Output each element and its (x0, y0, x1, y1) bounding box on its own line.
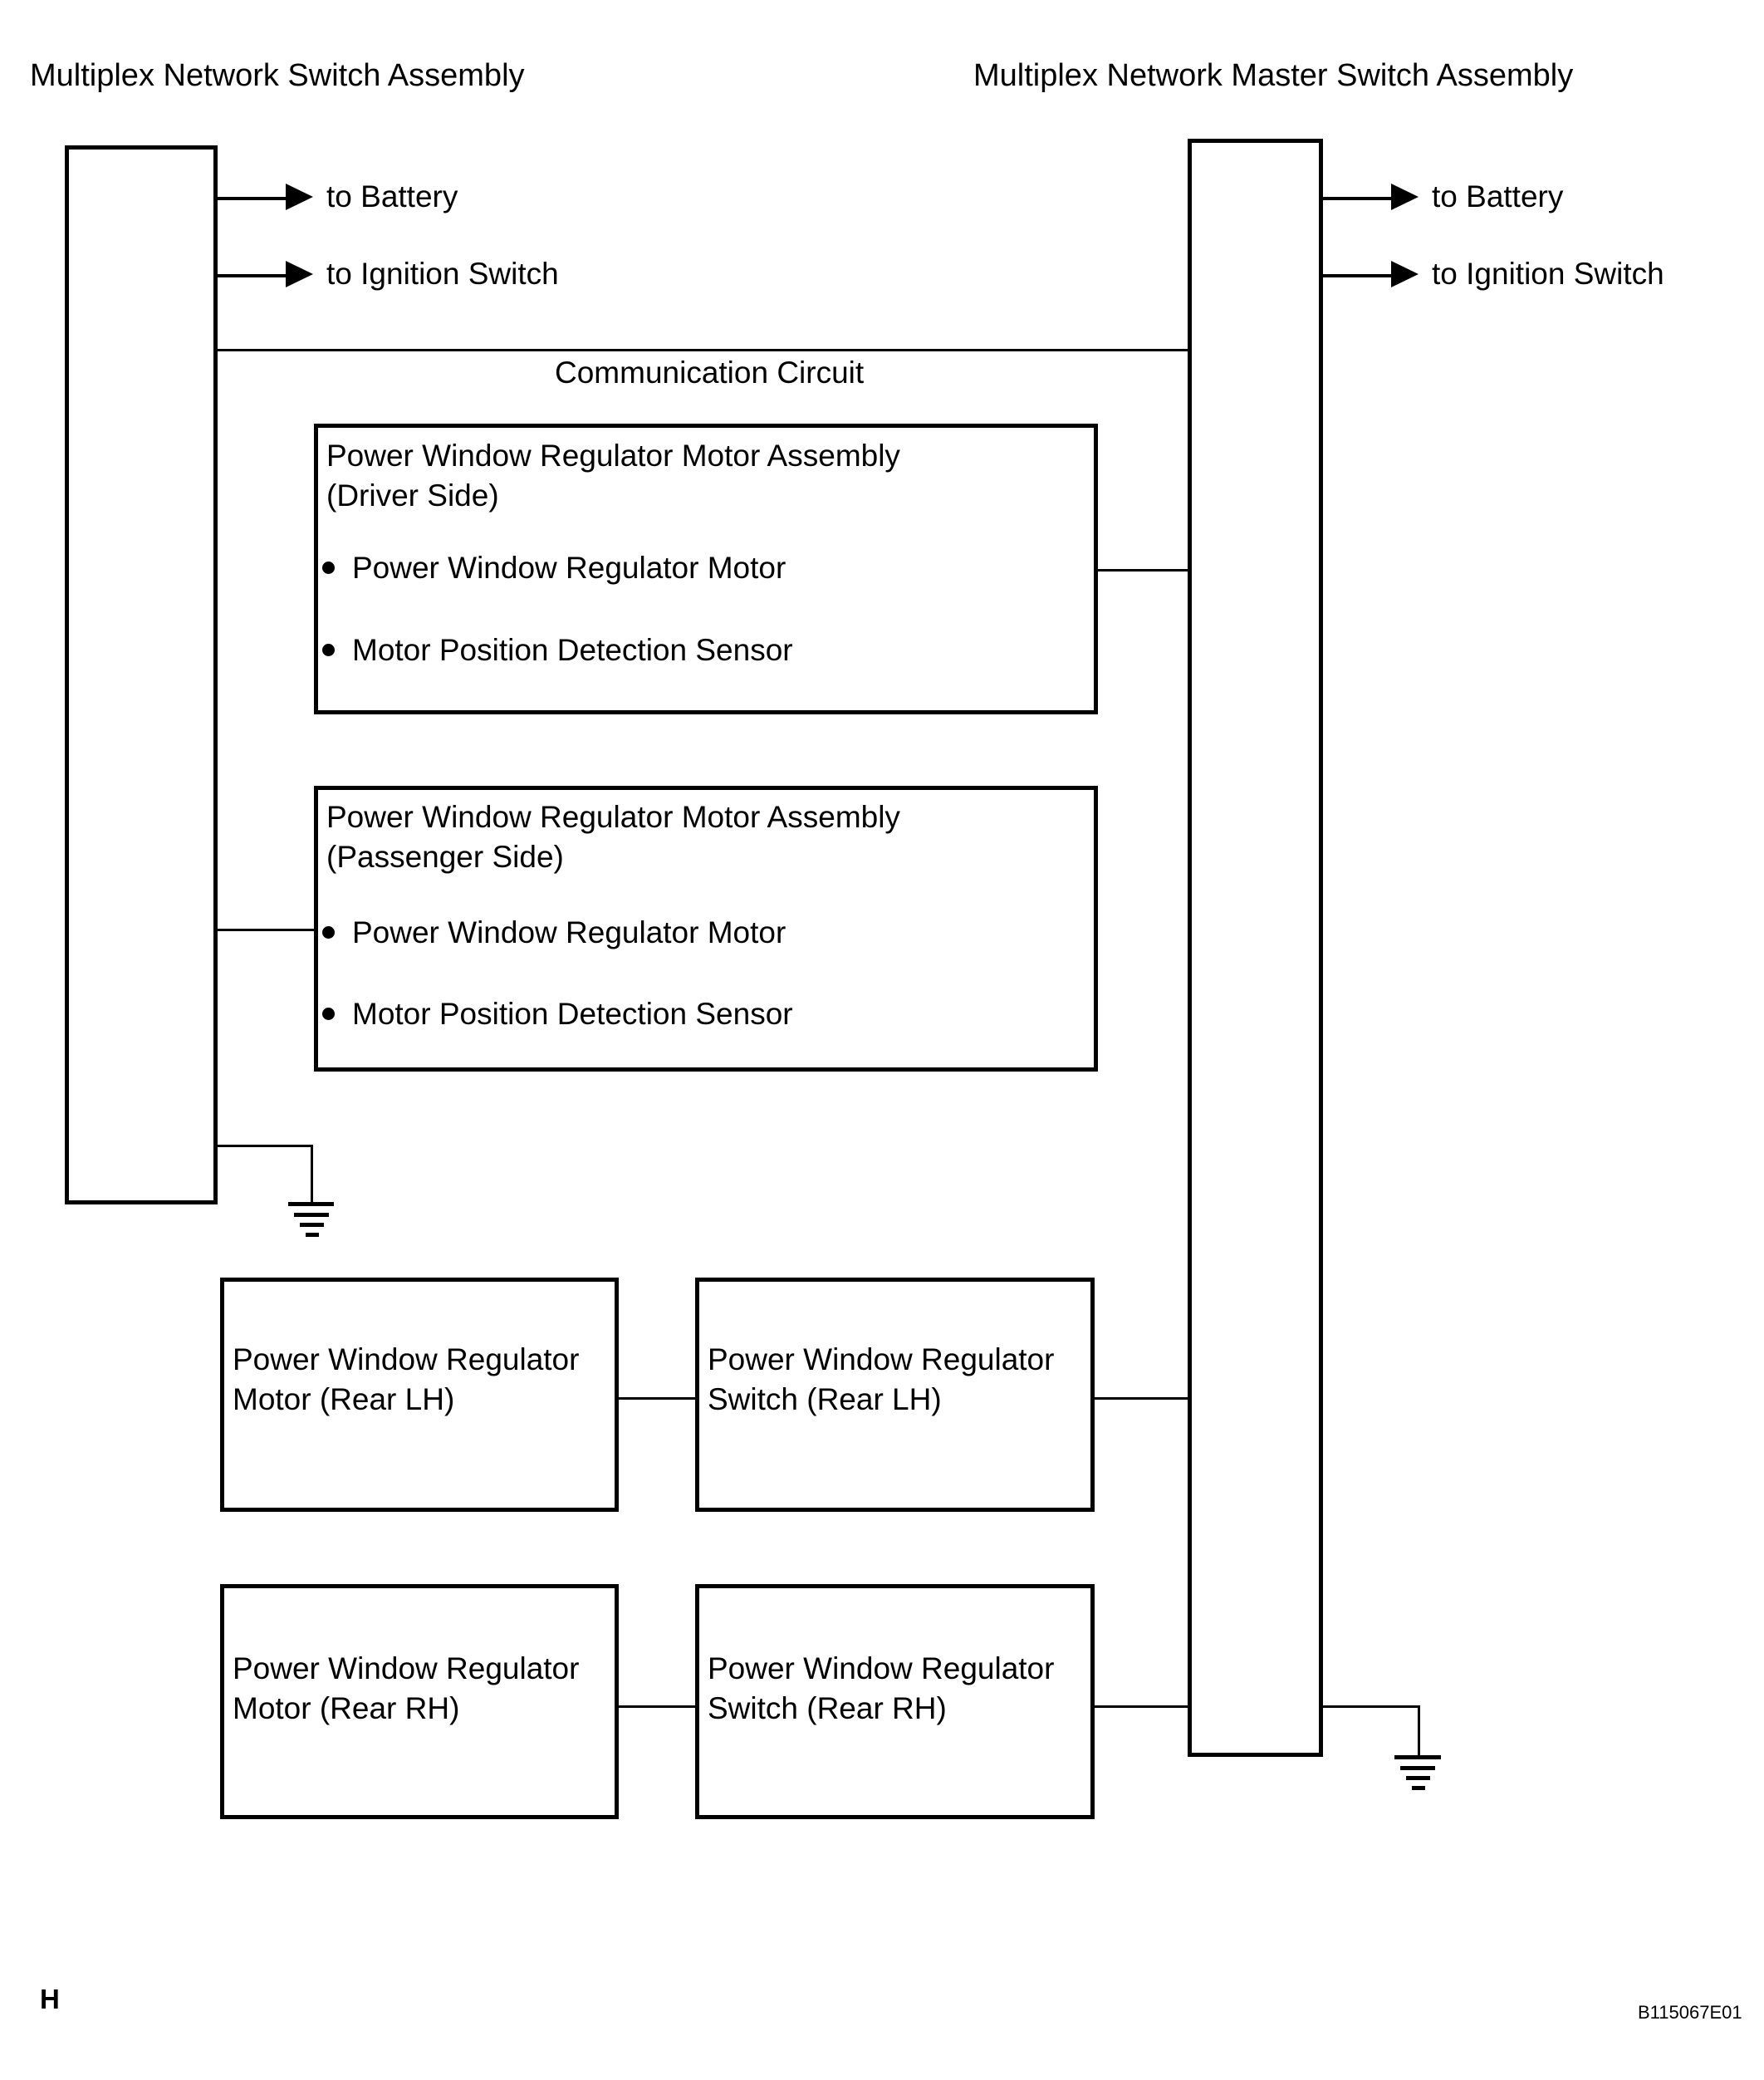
label-left-to-ignition-switch: to Ignition Switch (326, 257, 559, 291)
header-right-unit: Multiplex Network Master Switch Assembly (973, 58, 1574, 93)
wire-left-to-ignition-switch (218, 274, 288, 277)
bullet-icon (322, 926, 335, 939)
rear-rh-motor-line1: Power Window Regulator (233, 1651, 580, 1685)
multiplex-network-switch-assembly-box[interactable] (65, 145, 218, 1204)
figure-code: B115067E01 (1638, 2002, 1742, 2023)
rear-lh-motor-line1: Power Window Regulator (233, 1342, 580, 1376)
driver-side-item-1: Motor Position Detection Sensor (352, 633, 793, 667)
wire-right-to-battery (1323, 197, 1394, 200)
passenger-side-item-0: Power Window Regulator Motor (352, 915, 786, 949)
passenger-side-title-line2: (Passenger Side) (326, 840, 564, 874)
driver-side-title-line2: (Driver Side) (326, 478, 499, 513)
arrow-left-to-ignition-switch-icon (286, 261, 313, 287)
passenger-side-motor-assembly-box[interactable] (314, 786, 1098, 1072)
driver-side-motor-assembly-box[interactable] (314, 424, 1098, 714)
wire-driver-assembly-to-master (1095, 569, 1190, 572)
label-left-to-battery: to Battery (326, 179, 458, 213)
header-left-unit: Multiplex Network Switch Assembly (30, 58, 525, 93)
arrow-right-to-ignition-switch-icon (1391, 261, 1419, 287)
bullet-icon (322, 1008, 335, 1020)
wire-left-unit-ground-drop (311, 1145, 313, 1203)
label-communication-circuit: Communication Circuit (555, 356, 865, 390)
arrow-left-to-battery-icon (286, 184, 313, 210)
rear-rh-switch-box[interactable] (695, 1584, 1095, 1819)
rear-lh-motor-line2: Motor (Rear LH) (233, 1382, 455, 1416)
label-right-to-battery: to Battery (1432, 179, 1564, 213)
ground-symbol-bar-3-icon (1406, 1776, 1430, 1780)
passenger-side-item-1: Motor Position Detection Sensor (352, 997, 793, 1031)
ground-symbol-bar-4-icon (306, 1233, 319, 1237)
driver-side-item-0: Power Window Regulator Motor (352, 551, 786, 585)
wire-left-to-battery (218, 197, 288, 200)
passenger-side-title-line1: Power Window Regulator Motor Assembly (326, 800, 900, 834)
wire-rear-rh-motor-to-switch (619, 1705, 698, 1708)
wire-master-unit-ground-drop (1418, 1705, 1420, 1757)
ground-symbol-bar-3-icon (300, 1223, 324, 1227)
wire-left-unit-ground (218, 1145, 311, 1147)
label-right-to-ignition-switch: to Ignition Switch (1432, 257, 1664, 291)
rear-rh-motor-box[interactable] (220, 1584, 619, 1819)
wire-right-to-ignition-switch (1323, 274, 1394, 277)
wire-communication-circuit (218, 349, 1189, 351)
ground-symbol-bar-1-icon (288, 1202, 334, 1206)
bullet-icon (322, 644, 335, 656)
rear-rh-motor-line2: Motor (Rear RH) (233, 1691, 460, 1725)
driver-side-title-line1: Power Window Regulator Motor Assembly (326, 439, 900, 473)
rear-lh-switch-box[interactable] (695, 1278, 1095, 1512)
page-marker: H (40, 1984, 60, 2014)
wire-master-unit-ground (1320, 1705, 1419, 1708)
rear-rh-switch-line1: Power Window Regulator (708, 1651, 1055, 1685)
arrow-right-to-battery-icon (1391, 184, 1419, 210)
wire-left-unit-to-passenger-assembly (218, 929, 317, 931)
ground-symbol-bar-2-icon (294, 1213, 329, 1217)
ground-symbol-bar-1-icon (1394, 1755, 1441, 1759)
rear-lh-switch-line2: Switch (Rear LH) (708, 1382, 942, 1416)
rear-rh-switch-line2: Switch (Rear RH) (708, 1691, 947, 1725)
wire-rear-rh-switch-to-master (1091, 1705, 1191, 1708)
rear-lh-switch-line1: Power Window Regulator (708, 1342, 1055, 1376)
ground-symbol-bar-2-icon (1400, 1766, 1435, 1770)
bullet-icon (322, 562, 335, 574)
multiplex-network-master-switch-assembly-box[interactable] (1188, 139, 1323, 1757)
wire-rear-lh-switch-to-master (1091, 1397, 1191, 1400)
wire-rear-lh-motor-to-switch (619, 1397, 698, 1400)
ground-symbol-bar-4-icon (1412, 1786, 1425, 1790)
rear-lh-motor-box[interactable] (220, 1278, 619, 1512)
